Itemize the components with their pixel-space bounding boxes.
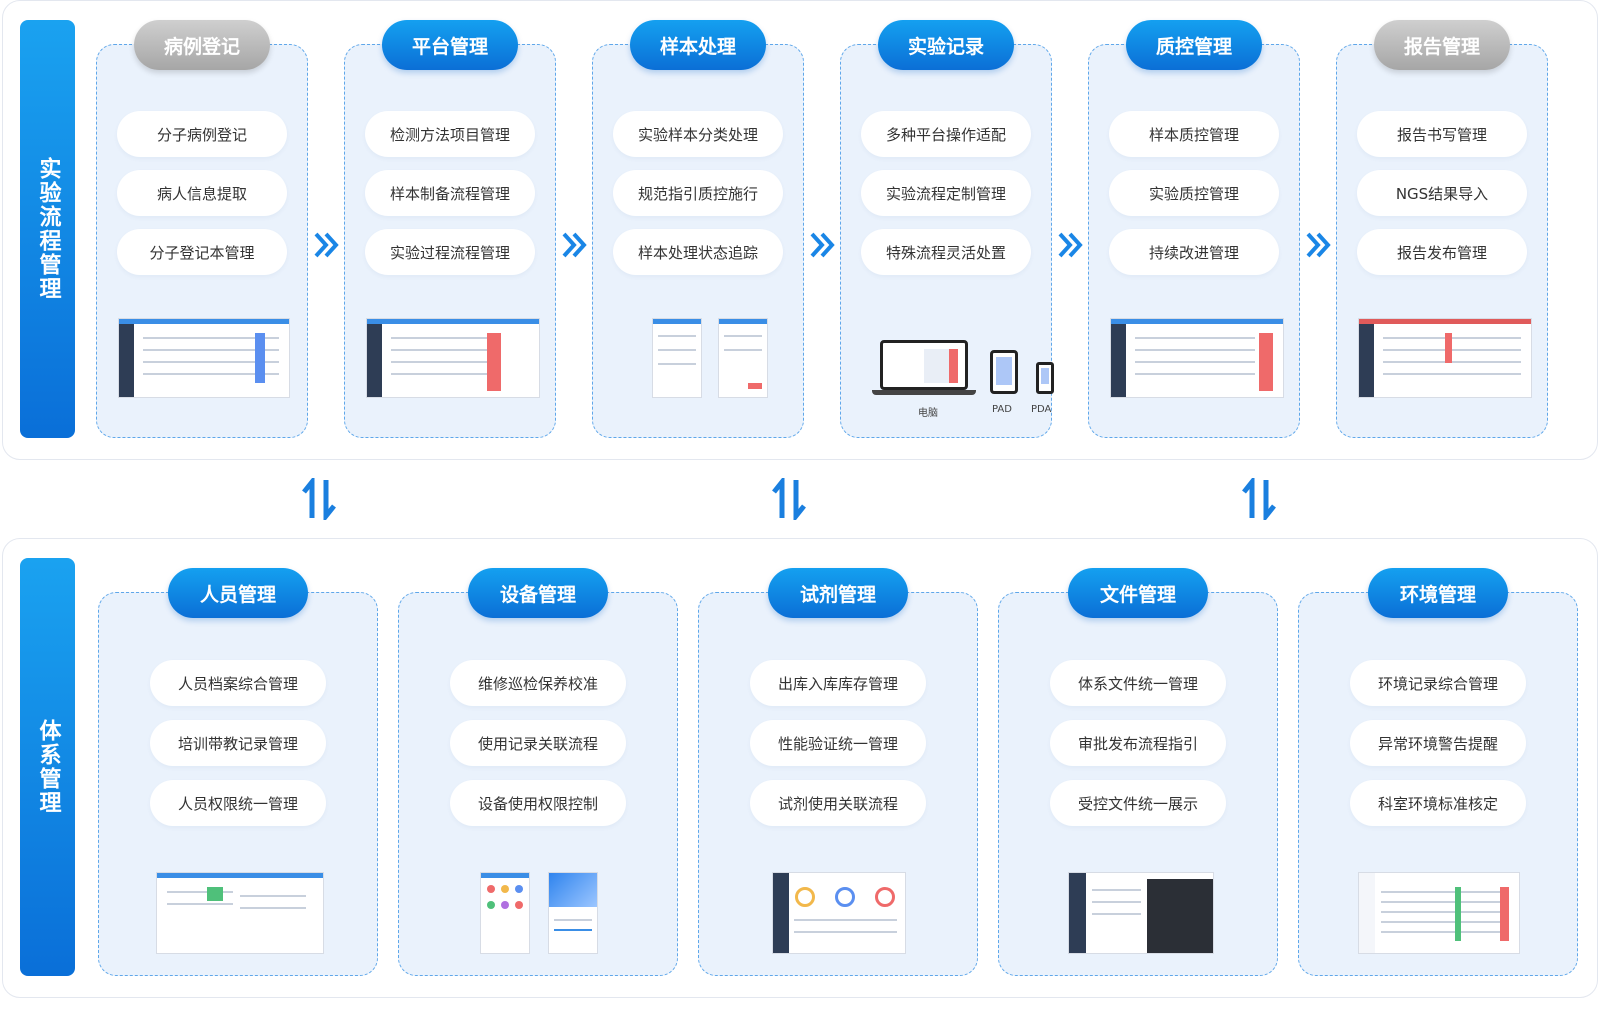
device-label-pc: 电脑 xyxy=(918,408,938,419)
stage-item: 报告发布管理 xyxy=(1357,229,1527,275)
stage-item: 检测方法项目管理 xyxy=(365,111,535,157)
module-title-document: 文件管理 xyxy=(1068,568,1208,618)
stage-item: 实验质控管理 xyxy=(1109,170,1279,216)
bidirectional-arrow-icon xyxy=(302,478,336,520)
device-label-pda: PDA xyxy=(1031,404,1052,415)
device-label-pad: PAD xyxy=(992,404,1012,415)
module-item: 设备使用权限控制 xyxy=(450,780,626,826)
system-side-label: 体系管理 xyxy=(20,558,75,976)
stage-title-report: 报告管理 xyxy=(1374,20,1510,70)
stage-item: 分子登记本管理 xyxy=(117,229,287,275)
stage-title-sample: 样本处理 xyxy=(630,20,766,70)
bidirectional-arrow-icon xyxy=(772,478,806,520)
bidirectional-arrow-icon xyxy=(1242,478,1276,520)
stage-item: 特殊流程灵活处置 xyxy=(861,229,1031,275)
screenshot-thumbnail xyxy=(118,318,290,398)
module-item: 人员权限统一管理 xyxy=(150,780,326,826)
stage-item: 实验过程流程管理 xyxy=(365,229,535,275)
stage-item: 多种平台操作适配 xyxy=(861,111,1031,157)
module-item: 试剂使用关联流程 xyxy=(750,780,926,826)
chevron-right-icon xyxy=(314,232,339,258)
stage-item: NGS结果导入 xyxy=(1357,170,1527,216)
stage-item: 样本处理状态追踪 xyxy=(613,229,783,275)
module-item: 审批发布流程指引 xyxy=(1050,720,1226,766)
screenshot-thumbnail xyxy=(772,872,906,954)
stage-title-case-registration: 病例登记 xyxy=(134,20,270,70)
mobile-screenshot-thumbnail xyxy=(718,318,768,398)
module-title-personnel: 人员管理 xyxy=(168,568,308,618)
mobile-screenshot-thumbnail xyxy=(548,872,598,954)
system-side-text: 体系管理 xyxy=(35,719,61,815)
workflow-side-label: 实验流程管理 xyxy=(20,20,75,438)
module-item: 出库入库库存管理 xyxy=(750,660,926,706)
module-item: 受控文件统一展示 xyxy=(1050,780,1226,826)
laptop-base xyxy=(872,390,976,395)
screenshot-thumbnail xyxy=(1358,872,1520,954)
module-item: 性能验证统一管理 xyxy=(750,720,926,766)
stage-item: 分子病例登记 xyxy=(117,111,287,157)
stage-item: 规范指引质控施行 xyxy=(613,170,783,216)
laptop-icon xyxy=(880,340,968,390)
tablet-icon xyxy=(990,350,1018,394)
module-item: 科室环境标准核定 xyxy=(1350,780,1526,826)
module-item: 体系文件统一管理 xyxy=(1050,660,1226,706)
stage-item: 报告书写管理 xyxy=(1357,111,1527,157)
mobile-screenshot-thumbnail xyxy=(652,318,702,398)
chevron-right-icon xyxy=(810,232,835,258)
module-item: 培训带教记录管理 xyxy=(150,720,326,766)
screenshot-thumbnail xyxy=(366,318,540,398)
mobile-screenshot-thumbnail xyxy=(480,872,530,954)
workflow-side-text: 实验流程管理 xyxy=(35,157,61,301)
stage-item: 实验流程定制管理 xyxy=(861,170,1031,216)
module-item: 异常环境警告提醒 xyxy=(1350,720,1526,766)
chevron-right-icon xyxy=(1058,232,1083,258)
stage-title-qc: 质控管理 xyxy=(1126,20,1262,70)
module-item: 人员档案综合管理 xyxy=(150,660,326,706)
module-item: 维修巡检保养校准 xyxy=(450,660,626,706)
module-title-reagent: 试剂管理 xyxy=(768,568,908,618)
stage-item: 样本制备流程管理 xyxy=(365,170,535,216)
stage-title-record: 实验记录 xyxy=(878,20,1014,70)
stage-title-platform: 平台管理 xyxy=(382,20,518,70)
screenshot-thumbnail xyxy=(1110,318,1284,398)
stage-item: 病人信息提取 xyxy=(117,170,287,216)
chevron-right-icon xyxy=(562,232,587,258)
module-item: 环境记录综合管理 xyxy=(1350,660,1526,706)
stage-item: 持续改进管理 xyxy=(1109,229,1279,275)
chevron-right-icon xyxy=(1306,232,1331,258)
module-title-equipment: 设备管理 xyxy=(468,568,608,618)
module-title-environment: 环境管理 xyxy=(1368,568,1508,618)
stage-item: 样本质控管理 xyxy=(1109,111,1279,157)
stage-item: 实验样本分类处理 xyxy=(613,111,783,157)
screenshot-thumbnail xyxy=(156,872,324,954)
screenshot-thumbnail xyxy=(1068,872,1214,954)
pda-icon xyxy=(1036,362,1054,394)
screenshot-thumbnail xyxy=(1358,318,1532,398)
module-item: 使用记录关联流程 xyxy=(450,720,626,766)
